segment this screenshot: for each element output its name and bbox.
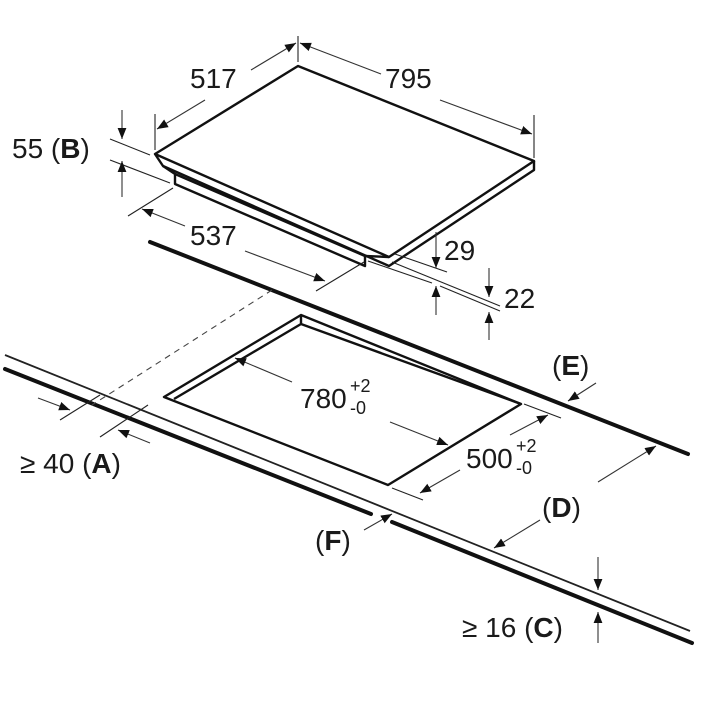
- countertop-front-edge-left: [3, 367, 373, 516]
- cutout-outline: [162, 313, 523, 487]
- dim-b-value: 55: [12, 133, 43, 164]
- cutout-depth-label: 500: [466, 443, 513, 474]
- dim-a-label: ≥ 40 (A): [20, 448, 121, 479]
- countertop: [3, 240, 694, 645]
- countertop-front-edge-right: [390, 520, 694, 645]
- dim-c-value: ≥ 16: [462, 612, 516, 643]
- cutout-depth-tol-plus: +2: [516, 436, 537, 456]
- label-f-letter: F: [324, 525, 341, 556]
- hob-drawing: [153, 64, 536, 268]
- label-d-letter: D: [551, 492, 571, 523]
- hob-glass-edge: [154, 153, 536, 268]
- dim-29-label: 29: [444, 235, 475, 266]
- hob-body: [162, 165, 367, 268]
- label-f: (F): [315, 525, 351, 556]
- dim-b-letter: B: [60, 133, 80, 164]
- countertop-back-edge: [148, 240, 690, 456]
- dim-537-label: 537: [190, 220, 237, 251]
- cutout-width-tol-plus: +2: [350, 376, 371, 396]
- dim-c-label: ≥ 16 (C): [462, 612, 563, 643]
- dim-517-label: 517: [190, 63, 237, 94]
- label-e: (E): [552, 350, 589, 381]
- dim-c-letter: C: [533, 612, 553, 643]
- cutout-inner-edge: [173, 315, 522, 406]
- dimension-lines: [37, 36, 657, 643]
- label-e-letter: E: [561, 350, 580, 381]
- countertop-front-top-edge: [4, 354, 691, 632]
- dim-b-label: 55 (B): [12, 133, 90, 164]
- hidden-edge: [91, 289, 273, 406]
- label-d: (D): [542, 492, 581, 523]
- dim-22-label: 22: [504, 283, 535, 314]
- cutout-width-label: 780: [300, 383, 347, 414]
- dim-a-value: ≥ 40: [20, 448, 74, 479]
- dim-795-label: 795: [385, 63, 432, 94]
- cutout-depth-tol-minus: -0: [516, 458, 532, 478]
- dim-a-letter: A: [91, 448, 111, 479]
- cutout-width-tol-minus: -0: [350, 398, 366, 418]
